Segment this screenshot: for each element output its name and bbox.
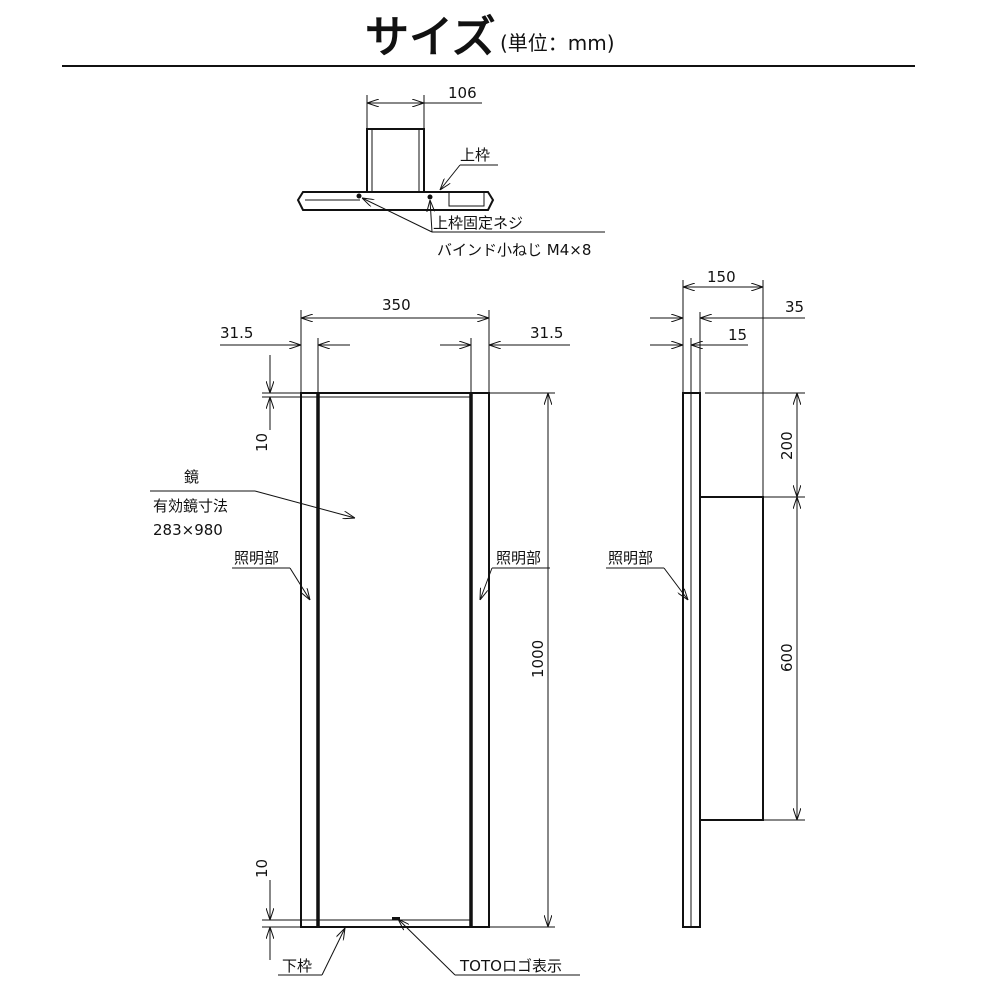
mirror-effective-label: 有効鏡寸法 — [153, 497, 228, 515]
fix-screw-label: 上枠固定ネジ — [433, 214, 523, 232]
bottom-frame-label: 下枠 — [282, 957, 312, 975]
side-panel-dim: 35 — [785, 298, 804, 316]
side-lighting-label: 照明部 — [608, 549, 653, 567]
lighting-right-label: 照明部 — [496, 549, 541, 567]
unit-label: (単位：mm) — [500, 31, 615, 55]
left-strip-dim: 31.5 — [220, 324, 253, 342]
screw-icon — [427, 194, 433, 200]
front-height-dim: 1000 — [529, 640, 547, 678]
top-view: 106 上枠 上枠固定ネジ バインド小ねじ M4×8 — [296, 84, 605, 259]
page-title: サイズ — [365, 12, 496, 63]
lighting-left-label: 照明部 — [234, 549, 279, 567]
mirror-effective-size: 283×980 — [153, 521, 223, 539]
front-view: 350 31.5 31.5 10 10 1000 鏡 有効鏡寸法 283×980… — [150, 296, 580, 976]
logo-label: TOTOロゴ表示 — [459, 957, 562, 975]
bottom-margin-dim: 10 — [253, 859, 271, 878]
screw-icon — [356, 193, 362, 199]
top-width-dim: 106 — [448, 84, 477, 102]
front-width-dim: 350 — [382, 296, 411, 314]
mirror-label: 鏡 — [184, 468, 199, 486]
side-box-height-dim: 600 — [778, 643, 796, 672]
side-top-offset-dim: 200 — [778, 431, 796, 460]
screw-spec-label: バインド小ねじ M4×8 — [437, 241, 591, 259]
side-depth-dim: 150 — [707, 268, 736, 286]
top-margin-dim: 10 — [253, 433, 271, 452]
side-view: 150 35 15 200 600 照明部 — [606, 268, 805, 928]
side-mirror-dim: 15 — [728, 326, 747, 344]
top-frame-label: 上枠 — [460, 146, 490, 164]
right-strip-dim: 31.5 — [530, 324, 563, 342]
